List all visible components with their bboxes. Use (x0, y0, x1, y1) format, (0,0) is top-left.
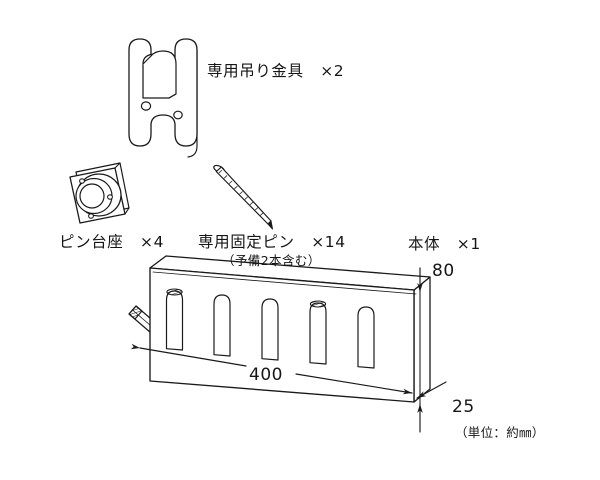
pin-base-name: ピン台座 (59, 233, 124, 251)
fixing-pin-name: 専用固定ピン (198, 233, 295, 251)
main-body-quantity: ×1 (456, 235, 481, 253)
fixing-pin-note: （予備2本含む） (222, 253, 321, 268)
pin-base-icon (69, 162, 130, 224)
dimension-depth-label: 25 (452, 397, 475, 417)
hanging-bracket-quantity: ×2 (320, 62, 345, 80)
hanging-bracket-label: 専用吊り金具 ×2 (207, 62, 345, 81)
hook-rail-body-icon (128, 255, 431, 403)
dimension-length-label: 400 (249, 365, 283, 385)
pin-base-quantity: ×4 (140, 233, 165, 251)
main-body-label: 本体 ×1 (408, 235, 481, 254)
fixing-pin-label: 専用固定ピン ×14 (198, 233, 346, 252)
pin-base-label: ピン台座 ×4 (59, 233, 165, 252)
body-slots (165, 290, 375, 369)
hanging-bracket-name: 専用吊り金具 (207, 62, 304, 80)
hanging-bracket-icon (128, 38, 198, 158)
main-body-name: 本体 (408, 235, 441, 253)
nail-pin-icon (213, 164, 273, 230)
unit-note-label: （単位：約㎜） (455, 425, 545, 440)
dimension-lines (130, 267, 447, 433)
dimension-height-label: 80 (432, 261, 455, 281)
fixing-pin-quantity: ×14 (311, 233, 346, 251)
